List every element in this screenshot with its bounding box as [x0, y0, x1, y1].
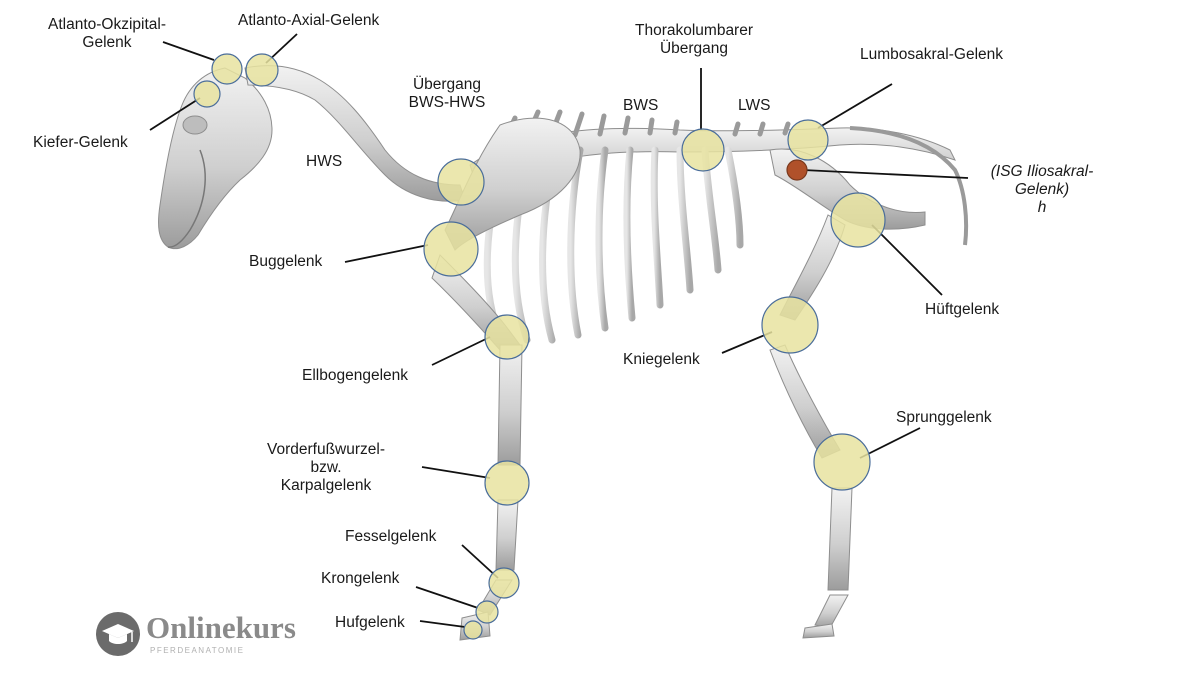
label-karpal: Vorderfußwurzel- bzw. Karpalgelenk — [266, 441, 386, 494]
label-bws: BWS — [623, 97, 659, 114]
joint-ellbogen — [484, 314, 530, 360]
label-buggelenk: Buggelenk — [249, 253, 323, 270]
label-kniegelenk: Kniegelenk — [623, 351, 700, 368]
joint-markers — [193, 53, 886, 640]
joint-atlanto-okzipital — [211, 53, 243, 85]
graduation-cap-icon — [96, 612, 140, 656]
radius — [497, 344, 523, 466]
label-lws: LWS — [738, 97, 771, 114]
joint-atlanto-axial — [245, 53, 279, 87]
skeleton — [158, 65, 969, 641]
joint-lumbosakral — [787, 119, 829, 161]
leader-kiefer — [149, 97, 201, 131]
joint-buggelenk — [423, 221, 479, 277]
leader-huf — [419, 620, 466, 628]
joint-knie — [761, 296, 819, 354]
pastern-hind — [814, 594, 849, 629]
leader-sprung — [859, 427, 921, 459]
graduation-cap-glyph — [102, 624, 134, 644]
label-isg: (ISG Iliosakral- Gelenk) h — [990, 163, 1094, 216]
skull — [158, 67, 273, 250]
label-fesselgelenk: Fesselgelenk — [345, 528, 437, 545]
label-kiefer: Kiefer-Gelenk — [33, 134, 128, 151]
label-krongelenk: Krongelenk — [321, 570, 400, 587]
hoof-hind — [802, 623, 835, 639]
joint-kron — [475, 600, 499, 624]
leader-ellbogen — [431, 336, 491, 366]
label-sprunggelenk: Sprunggelenk — [896, 409, 992, 426]
label-hws: HWS — [306, 153, 343, 170]
joint-uebergang-bws-hws — [437, 158, 485, 206]
logo-subtitle: PFERDEANATOMIE — [150, 646, 245, 655]
label-atlanto-axial: Atlanto-Axial-Gelenk — [238, 12, 380, 29]
tail — [849, 126, 969, 246]
label-lumbosakral: Lumbosakral-Gelenk — [860, 46, 1004, 63]
joint-fessel — [488, 567, 520, 599]
joint-isg — [786, 159, 808, 181]
cannon-hind — [827, 487, 853, 591]
leader-lumbosakral — [817, 83, 893, 129]
label-ellbogengelenk: Ellbogengelenk — [302, 367, 409, 384]
pelvis — [769, 148, 926, 230]
leader-karpal — [421, 466, 491, 479]
label-hufgelenk: Hufgelenk — [335, 614, 405, 631]
joint-sprung — [813, 433, 871, 491]
label-thorakolumbal: Thorakolumbarer Übergang — [634, 22, 754, 57]
joint-karpal — [484, 460, 530, 506]
logo-title: Onlinekurs — [146, 610, 296, 645]
leader-isg — [802, 169, 969, 179]
joint-kiefer — [193, 80, 221, 108]
mandible — [167, 149, 206, 248]
leader-atlanto-okzipital — [162, 41, 215, 61]
joint-huf — [463, 620, 483, 640]
joint-hueft — [830, 192, 886, 248]
label-atlanto-okzipital: Atlanto-Okzipital- Gelenk — [47, 16, 167, 51]
cannon-fore — [495, 499, 519, 571]
logo: Onlinekurs PFERDEANATOMIE — [92, 608, 312, 660]
leader-fessel — [461, 544, 499, 579]
label-hueftgelenk: Hüftgelenk — [925, 301, 1000, 318]
leader-kron — [415, 586, 479, 609]
leader-buggelenk — [344, 244, 429, 263]
label-uebergang-bws-hws: Übergang BWS-HWS — [408, 76, 486, 111]
joint-thorakolumbal — [681, 128, 725, 172]
leader-hueft — [871, 224, 943, 296]
